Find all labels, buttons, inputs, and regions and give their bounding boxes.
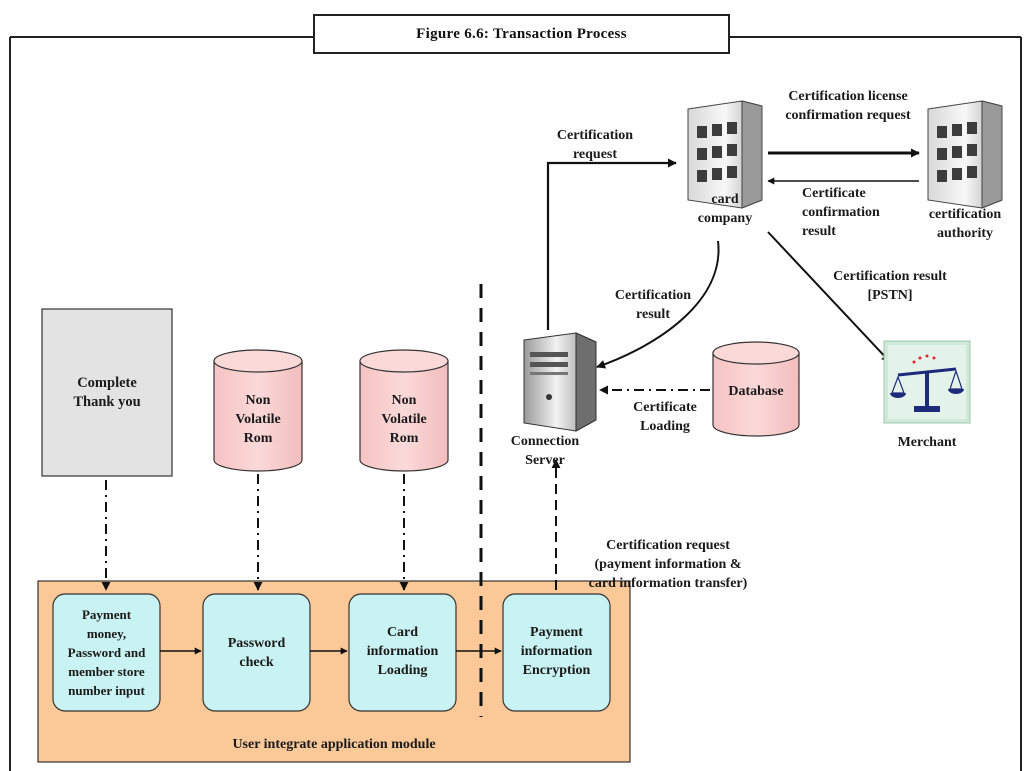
module-label: User integrate application module (232, 737, 436, 752)
arrow-certification-result (596, 240, 720, 369)
card-company-building (687, 100, 763, 209)
outer-frame (9, 36, 1022, 771)
nv-rom-cylinder-1 (213, 349, 303, 472)
arrow-pstn-result (767, 231, 891, 363)
edge-label-pstn: Certification result[PSTN] (833, 269, 947, 303)
database-cylinder (712, 341, 800, 437)
password-check-box (202, 593, 311, 712)
merchant-scale-icon (883, 340, 971, 424)
card-loading-box (348, 593, 457, 712)
edge-label-certification-request-bottom: Certification request(payment informatio… (588, 538, 748, 591)
encryption-box (502, 593, 611, 712)
arrow-certification-request (546, 158, 677, 330)
figure-title: Figure 6.6: Transaction Process (313, 14, 730, 54)
nv-rom-cylinder-2 (359, 349, 449, 472)
connection-server-icon (523, 332, 597, 432)
certification-authority-building (927, 100, 1003, 209)
complete-box (41, 308, 173, 477)
dashdot-arrows (101, 385, 710, 591)
payment-input-box (52, 593, 161, 712)
merchant-label: Merchant (897, 435, 957, 450)
database-label: Database (728, 384, 784, 399)
